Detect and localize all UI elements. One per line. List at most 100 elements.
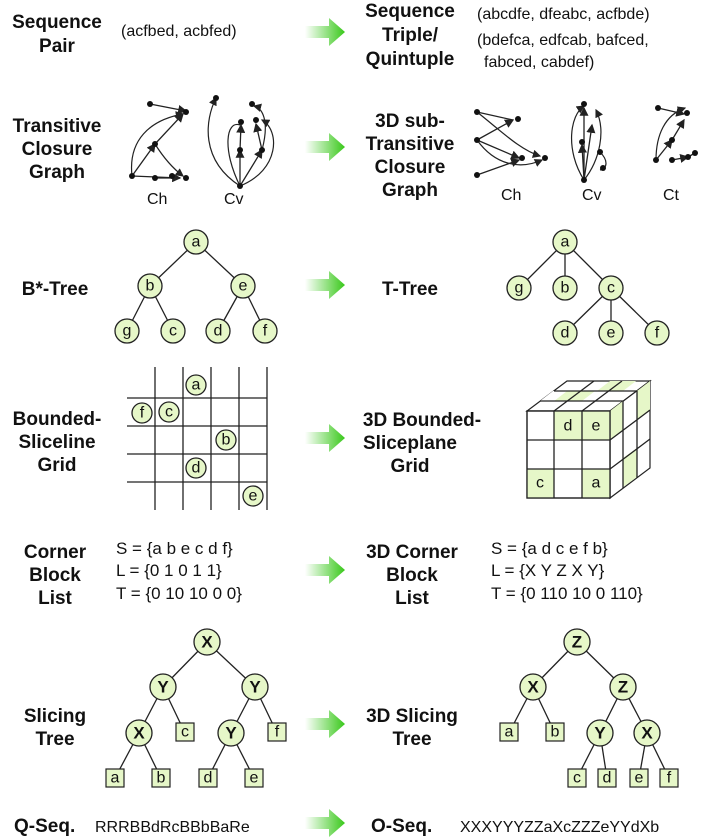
- tree-node: [598, 275, 624, 301]
- tree-leaf-label: c: [181, 724, 189, 741]
- tree-leaf-label: f: [667, 770, 672, 787]
- grid-cell-node: [131, 402, 153, 424]
- tree-node: [149, 673, 177, 701]
- cbl-line: T = {0 10 10 0 0}: [116, 584, 242, 603]
- tree-node-label: c: [169, 323, 177, 340]
- right-label-line: Quintuple: [366, 49, 455, 70]
- left-label-line: Pair: [39, 36, 76, 57]
- sequence-triple-value: (abcdfe, dfeabc, acfbde): [477, 6, 650, 23]
- right-label-line: Grid: [390, 456, 429, 477]
- left-label-line: Sequence: [12, 12, 102, 33]
- tree-node-label: Y: [225, 724, 237, 743]
- right-label-line: T-Tree: [382, 279, 438, 300]
- q-seq-value: RRRBBdRcBBbBaRe: [95, 819, 250, 836]
- tree-node: [137, 273, 163, 299]
- tree-node-label: a: [192, 234, 201, 251]
- grid-cell-node: [242, 485, 264, 507]
- b-star-tree: a b e g c d f: [114, 229, 278, 344]
- grid-cell-label: d: [192, 460, 201, 477]
- tree-leaf: [244, 768, 264, 788]
- tree-node-label: d: [561, 325, 570, 342]
- tree-node-label: e: [239, 278, 248, 295]
- left-label-line: Q-Seq.: [14, 816, 75, 837]
- tree-leaf-label: a: [505, 724, 514, 741]
- tree-node: [193, 628, 221, 656]
- grid-cell-label: b: [222, 432, 231, 449]
- row-seq: Q-Seq. RRRBBdRcBBbBaRe O-Seq. XXXYYYZZaX…: [14, 816, 659, 837]
- grid-cell-node: [158, 401, 180, 423]
- tree-node-label: X: [133, 724, 145, 743]
- tree-leaf-label: c: [573, 770, 581, 787]
- grid-cell-label: c: [165, 404, 173, 421]
- tree-leaf: [499, 722, 519, 742]
- left-label-line: Tree: [35, 729, 74, 750]
- tree-node: [506, 275, 532, 301]
- tree-node: [183, 229, 209, 255]
- tree-node: [552, 229, 578, 255]
- tree-node-label: f: [655, 325, 660, 342]
- tree-node-label: b: [146, 278, 155, 295]
- tree-leaf-label: a: [111, 770, 120, 787]
- cbl-line: T = {0 110 10 0 110}: [491, 584, 643, 603]
- right-label-line: O-Seq.: [371, 816, 432, 837]
- graph-label: Cv: [582, 187, 602, 204]
- row-slicing: Slicing Tree X Y Y X Y c f: [24, 628, 679, 788]
- row-sequence: Sequence Pair (acfbed, acbfed) Sequence …: [12, 1, 649, 71]
- graph-3d-ct: [653, 105, 698, 163]
- cbl-line: L = {X Y Z X Y}: [491, 561, 605, 580]
- sequence-quintuple-value: (bdefca, edfcab, bafced,: [477, 32, 649, 49]
- arrow-icon: [305, 710, 345, 738]
- tree-leaf: [175, 722, 195, 742]
- graph-label: Ch: [147, 191, 167, 208]
- right-label-line: Block: [386, 565, 438, 586]
- cbl-line: S = {a b e c d f}: [116, 539, 233, 558]
- right-label-line: Sliceplane: [363, 433, 457, 454]
- left-label-line: Closure: [22, 139, 93, 160]
- tree-leaf: [597, 768, 617, 788]
- tree-node: [598, 320, 624, 346]
- cbl-line: S = {a d c e f b}: [491, 539, 608, 558]
- arrow-icon: [305, 133, 345, 161]
- tree-node-label: X: [527, 678, 539, 697]
- sliceplane-cube: d e c a: [525, 379, 652, 500]
- tree-node-label: d: [214, 323, 223, 340]
- graph-3d-cv: [571, 101, 607, 183]
- transition-arrows: [305, 18, 345, 837]
- tree-node: [586, 719, 614, 747]
- sliceline-grid: a f c b d e: [127, 367, 268, 510]
- tree-node-label: X: [201, 633, 213, 652]
- right-label-line: Graph: [382, 180, 438, 201]
- cube-cell-label: c: [536, 475, 544, 492]
- tree-leaf: [629, 768, 649, 788]
- left-label-line: Sliceline: [18, 432, 95, 453]
- tree-node: [205, 318, 231, 344]
- tree-node: [252, 318, 278, 344]
- tree-leaf: [545, 722, 565, 742]
- tree-node: [114, 318, 140, 344]
- tree-node: [230, 273, 256, 299]
- grid-cell-node: [185, 457, 207, 479]
- graph-label: Ct: [663, 187, 680, 204]
- grid-cell-label: e: [249, 488, 258, 505]
- tree-leaf: [105, 768, 125, 788]
- right-label-line: Sequence: [365, 1, 455, 22]
- tree-node: [160, 318, 186, 344]
- tree-node-label: c: [607, 280, 615, 297]
- tree-node-label: Y: [249, 678, 261, 697]
- row-trees: B*-Tree T-Tree a b e g c d f: [22, 229, 670, 346]
- tree-node-label: X: [641, 724, 653, 743]
- tree-node-label: e: [607, 325, 616, 342]
- tree-node-label: Y: [594, 724, 606, 743]
- grid-cell-label: f: [140, 405, 145, 422]
- left-label-line: B*-Tree: [22, 279, 89, 300]
- 3d-slicing-tree: Z X Z Y X a b c d e f: [499, 628, 679, 788]
- cube-cell-label: d: [564, 418, 573, 435]
- tree-node-label: Z: [572, 633, 582, 652]
- tree-leaf-label: d: [204, 770, 213, 787]
- left-label-line: Slicing: [24, 706, 86, 727]
- o-seq-value: XXXYYYZZaXcZZZeYYdXb: [460, 819, 659, 836]
- tree-node-label: g: [123, 323, 132, 340]
- tree-node-label: f: [263, 323, 268, 340]
- arrow-icon: [305, 424, 345, 452]
- tree-leaf: [567, 768, 587, 788]
